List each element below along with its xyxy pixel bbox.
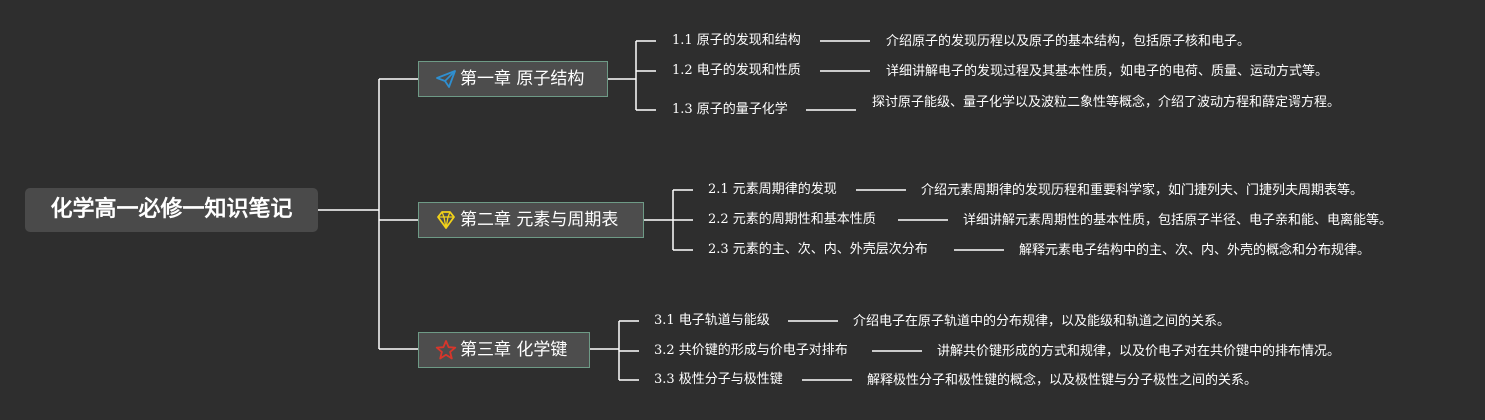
sub-topic-2-2[interactable]: 2.2 元素的周期性和基本性质 — [708, 212, 876, 227]
chapter-title: 第二章 元素与周期表 — [460, 210, 619, 230]
chapter-title: 第一章 原子结构 — [460, 69, 585, 89]
description-1-2[interactable]: 详细讲解电子的发现过程及其基本性质，如电子的电荷、质量、运动方式等。 — [886, 64, 1329, 79]
diamond-icon — [435, 209, 457, 231]
sub-topic-2-3[interactable]: 2.3 元素的主、次、内、外壳层次分布 — [708, 242, 928, 257]
description-2-3[interactable]: 解释元素电子结构中的主、次、内、外壳的概念和分布规律。 — [1019, 243, 1371, 258]
chapter-node-3[interactable]: 第三章 化学键 — [418, 332, 590, 368]
description-1-1[interactable]: 介绍原子的发现历程以及原子的基本结构，包括原子核和电子。 — [886, 34, 1251, 49]
sub-topic-3-3[interactable]: 3.3 极性分子与极性键 — [654, 372, 783, 387]
sub-topic-1-1[interactable]: 1.1 原子的发现和结构 — [672, 33, 801, 48]
description-3-2[interactable]: 讲解共价键形成的方式和规律，以及价电子对在共价键中的排布情况。 — [937, 344, 1341, 359]
sub-topic-1-3[interactable]: 1.3 原子的量子化学 — [672, 102, 788, 117]
chapter-title: 第三章 化学键 — [460, 340, 568, 360]
sub-topic-3-2[interactable]: 3.2 共价键的形成与价电子对排布 — [654, 343, 848, 358]
description-3-3[interactable]: 解释极性分子和极性键的概念，以及极性键与分子极性之间的关系。 — [867, 373, 1258, 388]
chapter-node-2[interactable]: 第二章 元素与周期表 — [418, 202, 644, 238]
description-3-1[interactable]: 介绍电子在原子轨道中的分布规律，以及能级和轨道之间的关系。 — [853, 314, 1231, 329]
description-2-1[interactable]: 介绍元素周期律的发现历程和重要科学家，如门捷列夫、门捷列夫周期表等。 — [921, 183, 1364, 198]
chapter-node-1[interactable]: 第一章 原子结构 — [418, 61, 608, 97]
root-node[interactable]: 化学高一必修一知识笔记 — [25, 188, 318, 232]
sub-topic-3-1[interactable]: 3.1 电子轨道与能级 — [654, 313, 770, 328]
description-1-3[interactable]: 探讨原子能级、量子化学以及波粒二象性等概念，介绍了波动方程和薛定谔方程。 — [872, 95, 1341, 110]
paper-plane-icon — [435, 68, 457, 90]
sub-topic-2-1[interactable]: 2.1 元素周期律的发现 — [708, 182, 837, 197]
sub-topic-1-2[interactable]: 1.2 电子的发现和性质 — [672, 63, 801, 78]
star-icon — [435, 339, 457, 361]
description-2-2[interactable]: 详细讲解元素周期性的基本性质，包括原子半径、电子亲和能、电离能等。 — [963, 213, 1393, 228]
